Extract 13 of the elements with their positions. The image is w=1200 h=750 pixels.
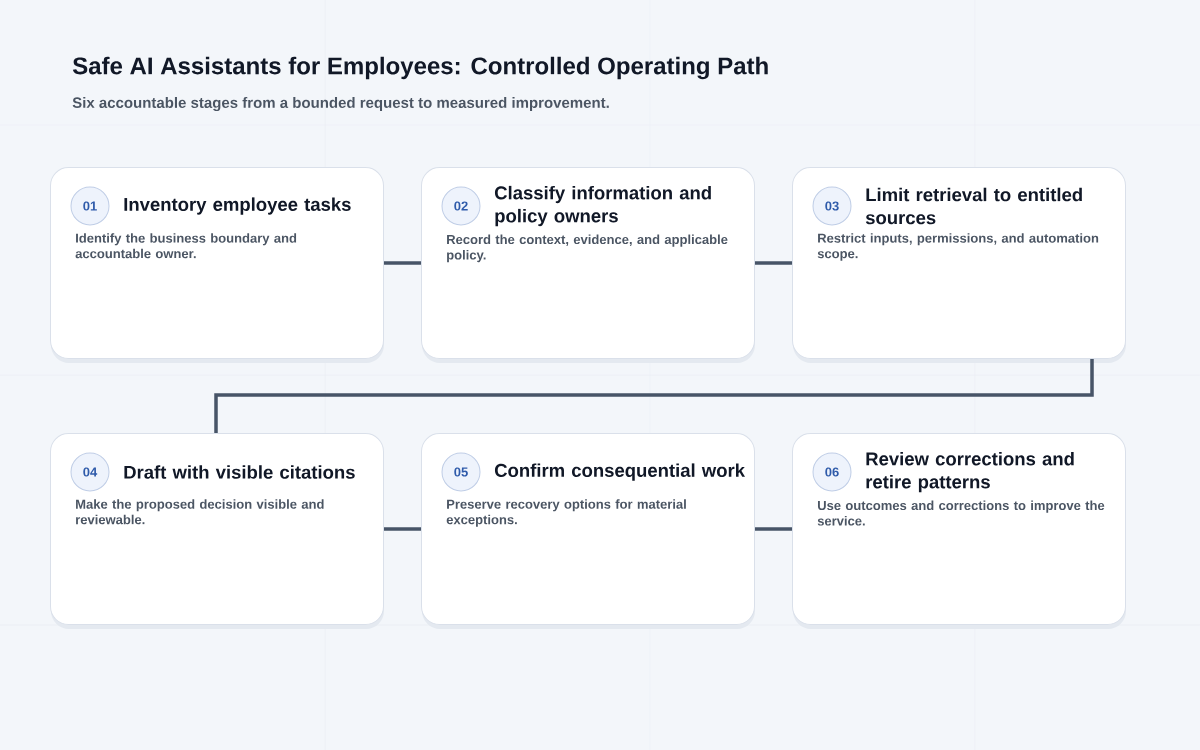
connector-line [755,261,792,265]
step-number: 03 [812,186,852,226]
connector-line [384,527,421,531]
connector-line [214,359,1094,433]
title: Safe AI Assistants for Employees: Controlled Operating Path [72,56,768,80]
subtitle: Six accountable stages from a bounded request to measured improvement. [72,97,609,112]
step-number: 01 [70,186,110,226]
connector-line [755,527,792,531]
connector-line [384,261,421,265]
step-number: 04 [70,452,110,492]
step-number: 02 [441,186,481,226]
step-number: 05 [441,452,481,492]
step-number: 06 [812,452,852,492]
